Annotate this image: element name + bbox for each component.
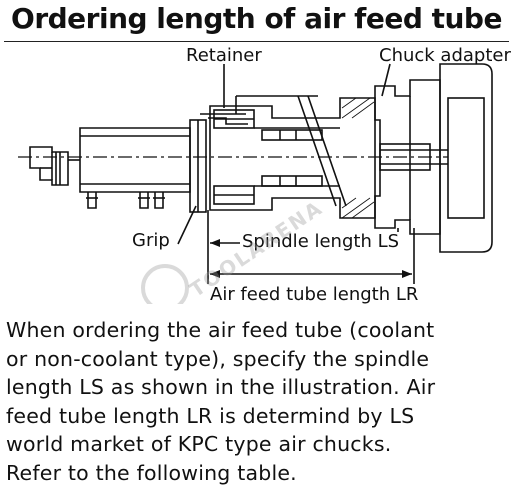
description-line: When ordering the air feed tube (coolant <box>6 318 435 342</box>
air-feed-tube-diagram <box>18 63 493 304</box>
description-line: world market of KPC type air chucks. <box>6 432 392 456</box>
chuck-body <box>439 63 493 253</box>
description-line: Refer to the following table. <box>6 460 297 485</box>
description-line: feed tube length LR is determind by LS <box>6 403 415 428</box>
elbow-fitting <box>29 146 69 186</box>
label-spindle-length: Spindle length LS <box>240 231 402 252</box>
label-retainer: Retainer <box>186 45 262 66</box>
label-chuck-adapter: Chuck adapter <box>379 45 511 66</box>
spindle-housing <box>209 97 381 219</box>
retainer <box>208 117 248 125</box>
air-feed-tube <box>297 95 337 207</box>
description-text: When ordering the air feed tube (coolant… <box>6 316 509 487</box>
description-line: or non-coolant type), specify the spindl… <box>6 346 430 371</box>
label-grip: Grip <box>132 230 170 251</box>
watermark-logo <box>141 264 189 304</box>
page-title: Ordering length of air feed tube <box>11 2 502 35</box>
label-air-feed-length: Air feed tube length LR <box>210 284 419 305</box>
title-underline <box>4 41 509 42</box>
cylinder-body <box>79 127 191 193</box>
description-line: length LS as shown in the illustration. … <box>6 375 436 399</box>
